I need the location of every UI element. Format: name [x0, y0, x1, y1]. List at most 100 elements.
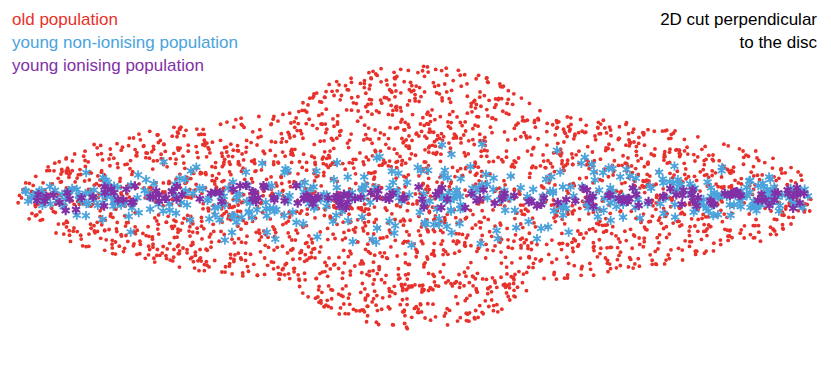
- old-star-dot: [569, 116, 573, 120]
- old-star-dot: [367, 220, 371, 224]
- old-star-dot: [254, 169, 258, 173]
- old-star-dot: [307, 245, 311, 249]
- old-star-dot: [456, 302, 460, 306]
- old-star-dot: [392, 284, 396, 288]
- old-star-dot: [655, 236, 659, 240]
- old-star-dot: [342, 230, 346, 234]
- old-star-dot: [244, 150, 248, 154]
- old-star-dot: [486, 286, 490, 290]
- old-star-dot: [391, 323, 395, 327]
- old-star-dot: [430, 108, 434, 112]
- old-star-dot: [574, 153, 578, 157]
- old-star-dot: [414, 153, 418, 157]
- old-star-dot: [406, 69, 410, 73]
- old-star-dot: [636, 257, 640, 261]
- old-star-dot: [186, 149, 190, 153]
- old-star-dot: [517, 156, 521, 160]
- old-star-dot: [116, 162, 120, 166]
- old-star-dot: [213, 166, 217, 170]
- old-star-dot: [661, 129, 665, 133]
- old-star-dot: [374, 150, 378, 154]
- old-star-dot: [739, 228, 743, 232]
- old-star-dot: [142, 144, 146, 148]
- old-star-dot: [279, 175, 283, 179]
- old-star-dot: [434, 68, 438, 72]
- old-star-dot: [373, 128, 377, 132]
- old-star-dot: [174, 162, 178, 166]
- old-star-dot: [413, 192, 417, 196]
- old-star-dot: [193, 266, 197, 270]
- old-star-dot: [245, 139, 249, 143]
- old-star-dot: [285, 140, 289, 144]
- old-star-dot: [462, 133, 466, 137]
- old-star-dot: [148, 156, 152, 160]
- old-star-dot: [411, 202, 415, 206]
- old-star-dot: [516, 121, 520, 125]
- old-star-dot: [545, 122, 549, 126]
- old-star-dot: [635, 153, 639, 157]
- old-star-dot: [65, 225, 69, 229]
- old-star-dot: [385, 78, 389, 82]
- old-star-dot: [324, 131, 328, 135]
- old-star-dot: [219, 122, 223, 126]
- old-star-dot: [553, 183, 557, 187]
- old-star-dot: [389, 104, 393, 108]
- old-star-dot: [312, 156, 316, 160]
- old-star-dot: [462, 151, 466, 155]
- old-star-dot: [646, 162, 650, 166]
- old-star-dot: [231, 155, 235, 159]
- old-star-dot: [281, 150, 285, 154]
- old-star-dot: [148, 248, 152, 252]
- old-star-dot: [70, 169, 74, 173]
- old-star-dot: [519, 246, 523, 250]
- old-star-dot: [668, 171, 672, 175]
- old-star-dot: [368, 97, 372, 101]
- old-star-dot: [125, 162, 129, 166]
- old-star-dot: [72, 226, 76, 230]
- old-star-dot: [491, 116, 495, 120]
- old-star-dot: [340, 94, 344, 98]
- old-star-dot: [234, 118, 238, 122]
- old-star-dot: [294, 116, 298, 120]
- old-star-dot: [384, 142, 388, 146]
- old-star-dot: [347, 228, 351, 232]
- old-star-dot: [348, 269, 352, 273]
- old-star-dot: [464, 129, 468, 133]
- old-star-dot: [606, 270, 610, 274]
- old-star-dot: [366, 232, 370, 236]
- old-star-dot: [550, 261, 554, 265]
- old-star-dot: [323, 214, 327, 218]
- old-star-dot: [506, 138, 510, 142]
- old-star-dot: [474, 287, 478, 291]
- old-star-dot: [317, 288, 321, 292]
- old-star-dot: [480, 310, 484, 314]
- old-star-dot: [362, 138, 366, 142]
- old-star-dot: [207, 209, 211, 213]
- old-star-dot: [712, 241, 716, 245]
- old-star-dot: [213, 182, 217, 186]
- old-star-dot: [587, 212, 591, 216]
- old-star-dot: [521, 212, 525, 216]
- old-star-dot: [404, 261, 408, 265]
- old-star-dot: [288, 277, 292, 281]
- old-star-dot: [558, 242, 562, 246]
- old-star-dot: [696, 155, 700, 159]
- old-star-dot: [280, 137, 284, 141]
- old-star-dot: [229, 252, 233, 256]
- old-star-dot: [508, 298, 512, 302]
- old-star-dot: [182, 134, 186, 138]
- old-star-dot: [490, 290, 494, 294]
- old-star-dot: [168, 241, 172, 245]
- old-star-dot: [423, 74, 427, 78]
- old-star-dot: [375, 272, 379, 276]
- old-star-dot: [720, 175, 724, 179]
- old-star-dot: [293, 125, 297, 129]
- old-star-dot: [471, 138, 475, 142]
- old-star-dot: [348, 292, 352, 296]
- old-star-dot: [274, 140, 278, 144]
- old-star-dot: [668, 150, 672, 154]
- old-star-dot: [584, 123, 588, 127]
- old-star-dot: [276, 160, 280, 164]
- old-star-dot: [127, 144, 131, 148]
- old-star-dot: [644, 179, 648, 183]
